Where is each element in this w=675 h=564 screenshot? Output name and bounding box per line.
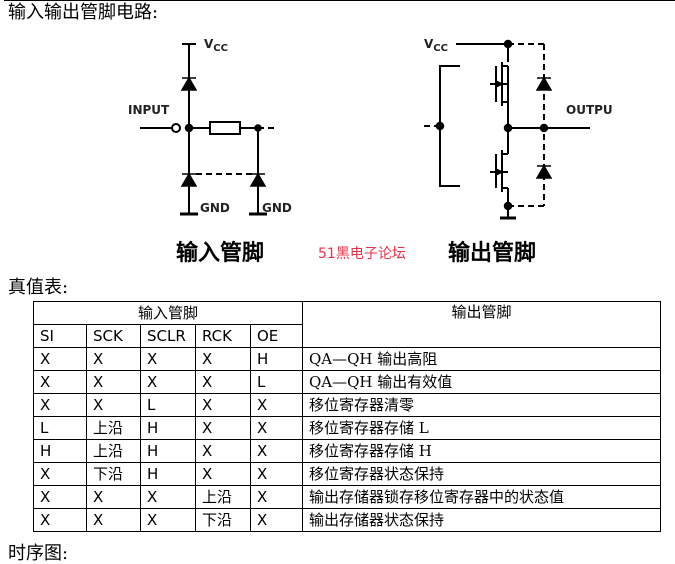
table-cell: 下沿 bbox=[86, 462, 141, 486]
input-diode-right bbox=[249, 172, 267, 187]
output-label: OUTPU bbox=[566, 103, 613, 117]
table-cell: L bbox=[250, 370, 303, 394]
input-diode-lower bbox=[180, 172, 198, 187]
table-cell-output: 移位寄存器状态保持 bbox=[302, 462, 661, 486]
gnd-label-2: GND bbox=[262, 201, 292, 215]
table-cell-output: QA—QH 输出有效值 bbox=[302, 370, 661, 394]
table-cell: X bbox=[86, 393, 141, 417]
table-cell-output: 输出存储器锁存移位寄存器中的状态值 bbox=[302, 485, 661, 509]
input-diode-upper bbox=[180, 76, 198, 91]
table-cell: X bbox=[86, 370, 141, 394]
table-cell: X bbox=[86, 485, 141, 509]
section-title-truth-table: 真值表: bbox=[8, 277, 69, 298]
table-cell: X bbox=[195, 393, 251, 417]
table-cell: X bbox=[140, 370, 196, 394]
table-column-header-row: SI SCK SCLR RCK OE bbox=[33, 324, 661, 348]
table-cell: H bbox=[33, 439, 87, 463]
table-cell: X bbox=[250, 439, 303, 463]
table-cell-output: 输出存储器状态保持 bbox=[302, 508, 661, 532]
table-cell: X bbox=[86, 508, 141, 532]
table-cell: X bbox=[33, 393, 87, 417]
table-cell: H bbox=[140, 462, 196, 486]
watermark: 51黑电子论坛 bbox=[318, 246, 406, 262]
table-cell-output: 移位寄存器存储 H bbox=[302, 439, 661, 463]
table-cell: 上沿 bbox=[195, 485, 251, 509]
table-cell: H bbox=[140, 439, 196, 463]
column-header: SCK bbox=[86, 324, 141, 348]
vcc-label-output: V bbox=[424, 37, 434, 51]
input-label: INPUT bbox=[128, 103, 170, 117]
table-cell: L bbox=[33, 416, 87, 440]
vcc-label-input: V bbox=[204, 37, 214, 51]
table-cell: X bbox=[250, 508, 303, 532]
table-cell-output: 移位寄存器清零 bbox=[302, 393, 661, 417]
column-header: SCLR bbox=[140, 324, 196, 348]
output-diode-lower bbox=[535, 164, 553, 179]
table-cell: X bbox=[140, 485, 196, 509]
table-cell: X bbox=[33, 370, 87, 394]
group-header-output: 输出管脚 bbox=[302, 301, 661, 348]
table-cell: X bbox=[33, 462, 87, 486]
table-cell: 下沿 bbox=[195, 508, 251, 532]
table-cell: X bbox=[140, 508, 196, 532]
input-pin-terminal bbox=[171, 123, 181, 133]
table-cell: X bbox=[195, 416, 251, 440]
table-cell-output: 移位寄存器存储 L bbox=[302, 416, 661, 440]
table-cell: 上沿 bbox=[86, 439, 141, 463]
group-header-input: 输入管脚 bbox=[33, 301, 303, 325]
table-cell: X bbox=[250, 393, 303, 417]
table-group-header-row: 输入管脚 输出管脚 bbox=[33, 301, 661, 348]
input-resistor bbox=[209, 121, 241, 135]
column-header: RCK bbox=[195, 324, 251, 348]
table-cell: H bbox=[250, 347, 303, 371]
top-rule bbox=[4, 0, 675, 1]
caption-output-pin: 输出管脚 bbox=[448, 240, 536, 266]
caption-input-pin: 输入管脚 bbox=[176, 240, 264, 266]
io-pin-circuit-diagram: VCC VCC INPUT OUTPU GND GND 输入管脚 51黑电子论坛… bbox=[128, 37, 613, 266]
table-cell: 上沿 bbox=[86, 416, 141, 440]
output-diode-upper bbox=[535, 76, 553, 91]
column-header: OE bbox=[250, 324, 303, 348]
table-cell: X bbox=[33, 485, 87, 509]
table-cell: X bbox=[195, 462, 251, 486]
input-node bbox=[184, 123, 194, 133]
table-cell: X bbox=[140, 347, 196, 371]
table-cell: X bbox=[250, 485, 303, 509]
table-cell-output: QA—QH 输出高阻 bbox=[302, 347, 661, 371]
table-cell: X bbox=[33, 508, 87, 532]
table-cell: X bbox=[195, 347, 251, 371]
gnd-label-1: GND bbox=[200, 201, 230, 215]
table-cell: X bbox=[33, 347, 87, 371]
table-cell: X bbox=[195, 439, 251, 463]
column-header: SI bbox=[33, 324, 87, 348]
svg-text:VCC: VCC bbox=[424, 37, 448, 54]
section-title-io-circuit: 输入输出管脚电路: bbox=[8, 2, 159, 23]
section-title-timing: 时序图: bbox=[8, 543, 69, 564]
table-cell: L bbox=[140, 393, 196, 417]
table-cell: X bbox=[250, 416, 303, 440]
table-cell: X bbox=[195, 370, 251, 394]
table-cell: H bbox=[140, 416, 196, 440]
table-cell: X bbox=[86, 347, 141, 371]
svg-text:VCC: VCC bbox=[204, 37, 228, 54]
table-cell: X bbox=[250, 462, 303, 486]
